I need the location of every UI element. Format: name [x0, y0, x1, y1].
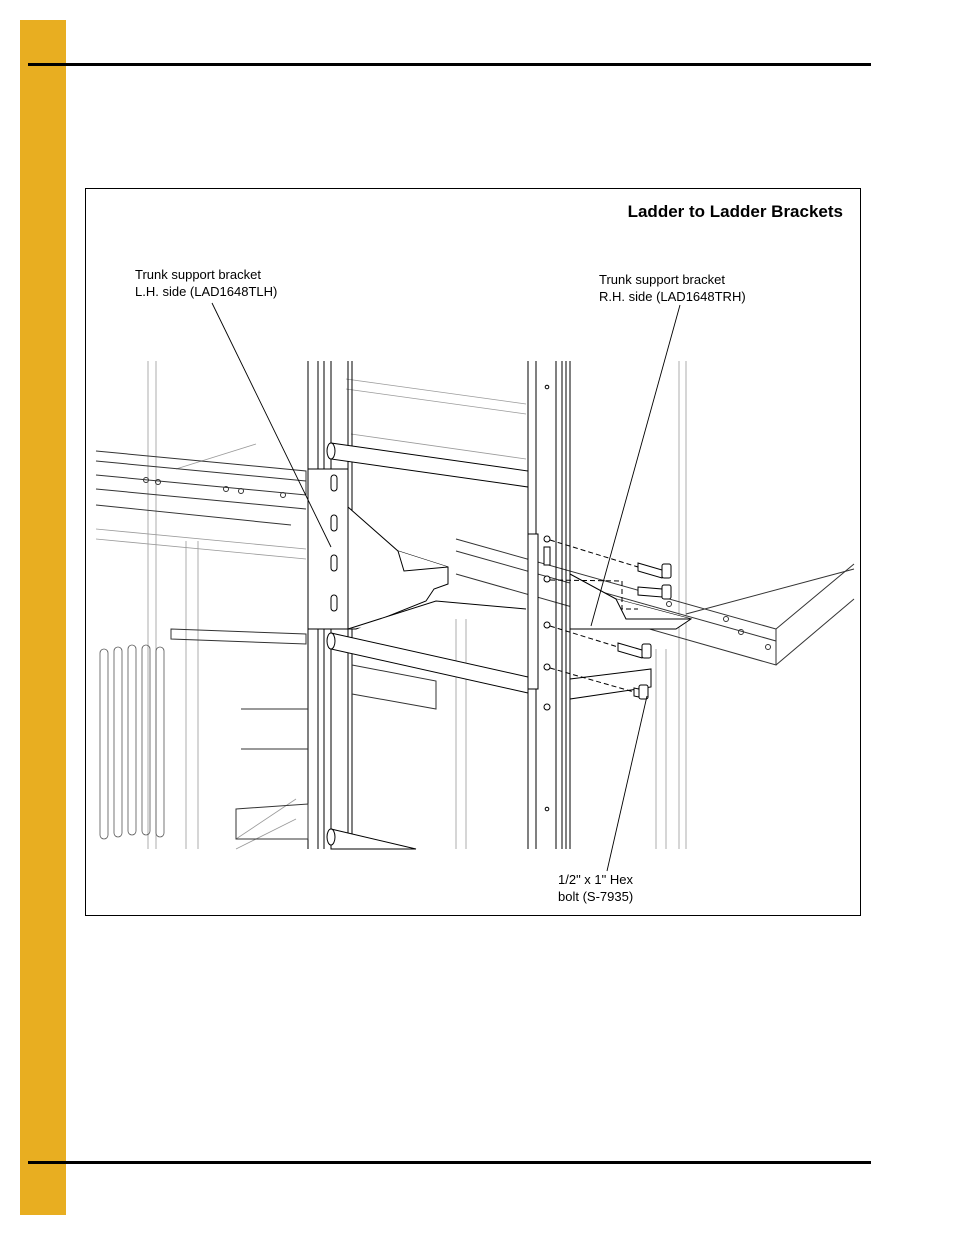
rh-bracket-callout: Trunk support bracket R.H. side (LAD1648… [599, 271, 746, 305]
rail-bolt-holes [543, 535, 551, 711]
ladder-rungs [326, 442, 529, 850]
lower-platform [170, 628, 437, 840]
callout-leaders [211, 302, 681, 872]
rh-bracket-callout-line1: Trunk support bracket [599, 272, 725, 287]
footer-rule [28, 1161, 871, 1164]
hex-bolt-callout: 1/2" x 1" Hex bolt (S-7935) [558, 871, 633, 905]
lh-trunk-bracket [307, 468, 527, 630]
header-rule [28, 63, 871, 66]
hex-bolts [617, 562, 672, 700]
background-structure [95, 361, 687, 850]
hex-bolt-callout-line1: 1/2" x 1" Hex [558, 872, 633, 887]
figure-frame: Ladder to Ladder Brackets Trunk support … [85, 188, 861, 916]
rh-bracket-callout-line2: R.H. side (LAD1648TRH) [599, 289, 746, 304]
ladder-bracket-illustration [95, 302, 855, 872]
side-tab [20, 20, 66, 1215]
bolt-alignment-lines [549, 539, 639, 693]
right-channel [455, 538, 855, 666]
rh-trunk-bracket [527, 533, 693, 700]
vent-slots [99, 644, 165, 840]
lh-bracket-callout-line2: L.H. side (LAD1648TLH) [135, 284, 278, 299]
hex-bolt-callout-line2: bolt (S-7935) [558, 889, 634, 904]
figure-title: Ladder to Ladder Brackets [627, 202, 843, 221]
left-channel [95, 450, 307, 526]
lh-bracket-callout: Trunk support bracket L.H. side (LAD1648… [135, 266, 277, 300]
lh-bracket-callout-line1: Trunk support bracket [135, 267, 261, 282]
